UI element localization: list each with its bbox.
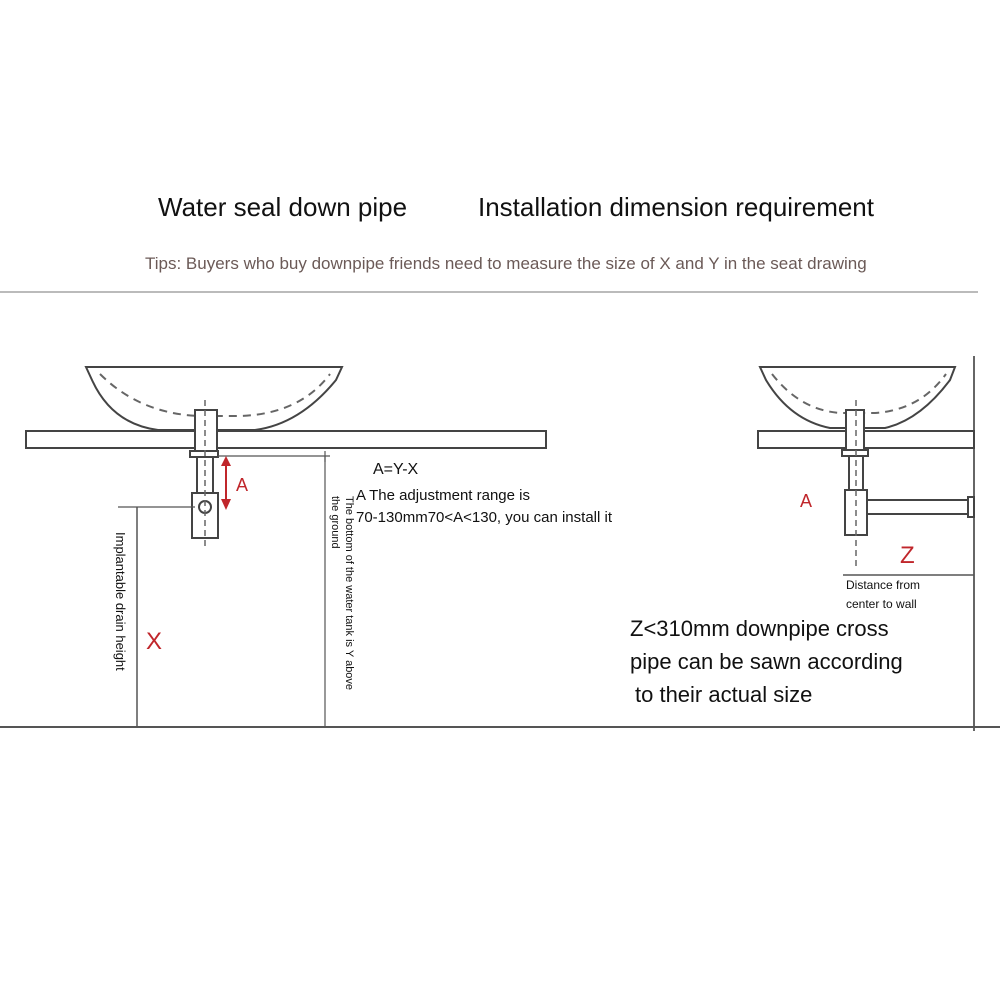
tips-text: Tips: Buyers who buy downpipe friends ne…	[145, 254, 867, 273]
label-tank-height-line1: The bottom of the water tank is Y above	[343, 496, 355, 691]
label-formula: A=Y-X	[373, 461, 419, 478]
note-line1: Z<310mm downpipe cross	[630, 616, 889, 641]
left-drain-pipe	[189, 409, 219, 539]
label-a-left: A	[236, 475, 249, 495]
note-line3: to their actual size	[635, 682, 813, 707]
label-drain-height: Implantable drain height	[113, 532, 128, 671]
right-countertop	[757, 430, 975, 449]
right-drain-pipe	[841, 409, 975, 536]
a-dimension-arrow	[221, 456, 231, 510]
note-line2: pipe can be sawn according	[630, 649, 903, 674]
label-tank-height-line2: the ground	[329, 496, 341, 549]
left-countertop	[25, 430, 547, 449]
label-distance-line2: center to wall	[846, 597, 917, 611]
label-a-right: A	[800, 491, 813, 511]
label-z: Z	[900, 542, 915, 569]
label-distance-line1: Distance from	[846, 578, 921, 592]
label-adjustment-line2: 70-130mm70<A<130, you can install it	[356, 509, 612, 526]
title-installation-dimension: Installation dimension requirement	[478, 192, 874, 222]
label-x: X	[146, 628, 163, 655]
title-water-seal: Water seal down pipe	[158, 192, 408, 222]
label-adjustment-line1: A The adjustment range is	[356, 487, 530, 504]
